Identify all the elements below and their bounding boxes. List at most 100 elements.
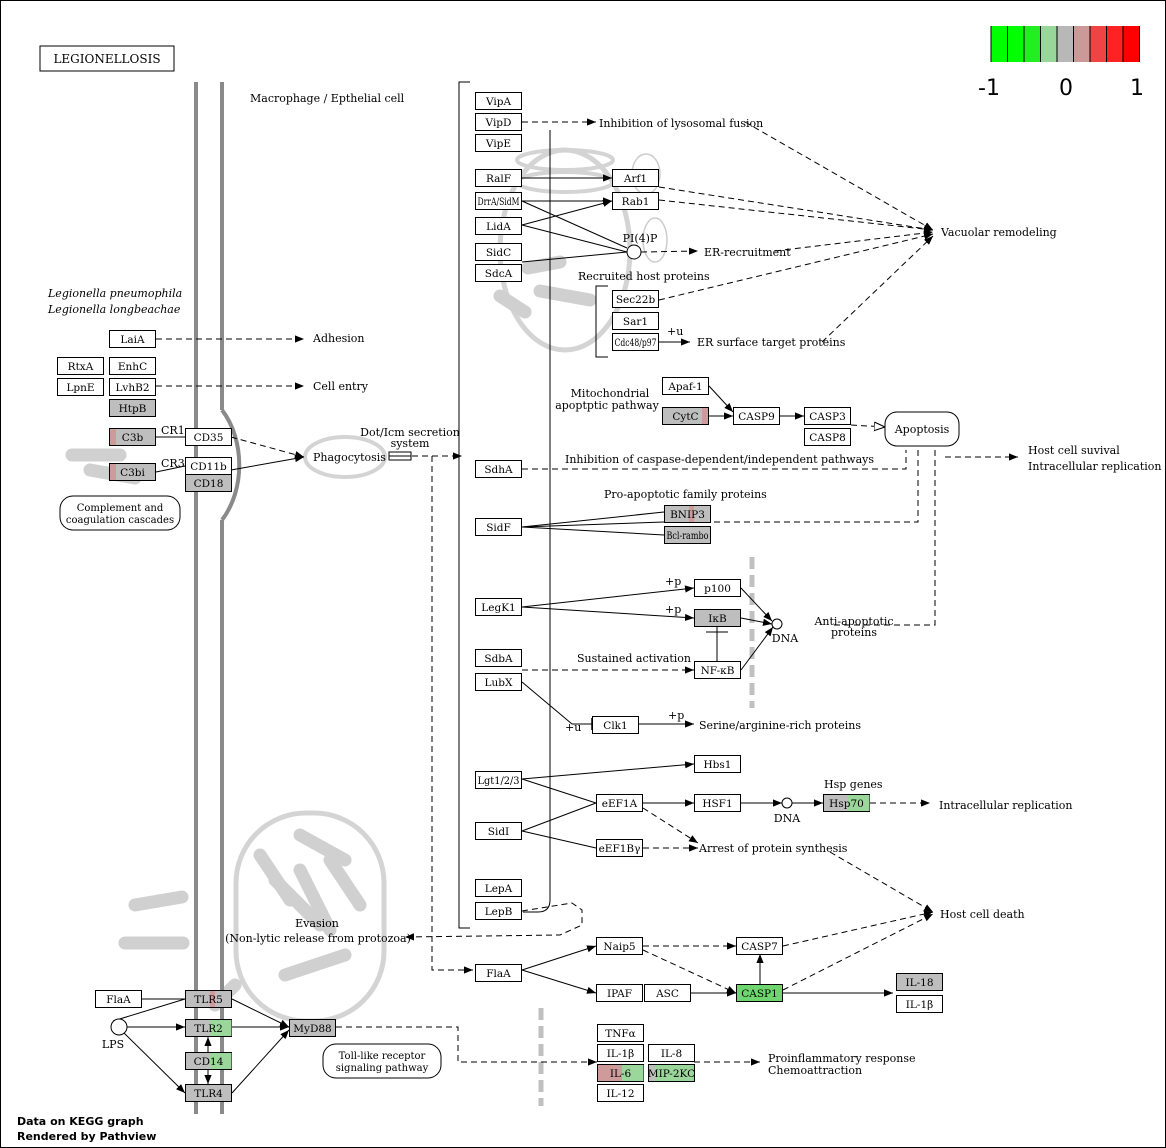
gene-node-c3b[interactable]: C3b [109,428,156,446]
gene-node-lgt[interactable]: Lgt1/2/3 [475,771,522,789]
legend-swatch [1007,26,1024,62]
legend-swatch [991,26,1008,62]
gene-node-tlr5[interactable]: TLR5 [185,990,232,1008]
gene-node-lepb[interactable]: LepB [475,902,522,920]
gene-node-eef1by[interactable]: eEF1Bγ [596,839,643,857]
gene-node-il1b2[interactable]: IL-1β [896,995,943,1013]
label-survival-1: Host cell suvival [1028,444,1120,457]
gene-node-cytc[interactable]: CytC [662,407,709,425]
edge [521,802,597,832]
gene-box [475,771,522,789]
compound-pi4p[interactable]: PI(4)P [623,232,658,260]
gene-node-sec22b[interactable]: Sec22b [612,290,659,308]
gene-node-ikb[interactable]: IκB [694,609,741,627]
gene-node-lvhb2[interactable]: LvhB2 [109,378,156,396]
gene-node-rtxa[interactable]: RtxA [57,357,104,375]
gene-box [733,407,780,425]
gene-node-c3bi[interactable]: C3bi [109,463,156,481]
legend-max: 1 [1130,76,1144,101]
gene-node-bnip3[interactable]: BNIP3 [664,505,711,523]
edge [521,224,628,253]
gene-node-lepa[interactable]: LepA [475,879,522,897]
gene-node-laia[interactable]: LaiA [109,330,156,348]
edge [521,681,593,730]
gene-label: FlaA [486,968,511,980]
gene-node-flaa1[interactable]: FlaA [95,990,142,1008]
gene-node-legk1[interactable]: LegK1 [475,598,522,616]
gene-node-il1b1[interactable]: IL-1β [597,1044,644,1062]
gene-node-casp1[interactable]: CASP1 [736,984,783,1002]
gene-node-vipe[interactable]: VipE [475,134,522,152]
gene-node-rab1[interactable]: Rab1 [612,192,659,210]
gene-node-hsf1[interactable]: HSF1 [694,794,741,812]
gene-node-cd18[interactable]: CD18 [185,474,232,492]
gene-node-naip5[interactable]: Naip5 [596,937,643,955]
legend-swatch [1073,26,1090,62]
gene-node-casp8[interactable]: CASP8 [804,428,851,446]
compound-lps[interactable]: LPS [102,1018,128,1051]
gene-node-drra[interactable]: DrrA/SidM [475,192,522,210]
tlr-pathway-map[interactable] [322,1043,442,1079]
gene-node-sdca[interactable]: SdcA [475,264,522,282]
gene-label: LvhB2 [115,382,149,394]
gene-node-il8[interactable]: IL-8 [648,1044,695,1062]
compound-dna2[interactable]: DNA [774,797,801,825]
legend-swatch [1106,26,1123,62]
gene-node-enhc[interactable]: EnhC [109,357,156,375]
gene-node-myd88[interactable]: MyD88 [289,1019,336,1037]
gene-node-flaa2[interactable]: FlaA [475,964,522,982]
gene-node-tlr2[interactable]: TLR2 [185,1019,232,1037]
expression-mark [848,795,870,811]
gene-node-sdha[interactable]: SdhA [475,460,522,478]
gene-node-cdc48[interactable]: Cdc48/p97 [612,333,659,351]
gene-node-casp9[interactable]: CASP9 [733,407,780,425]
gene-node-sidi[interactable]: SidI [475,822,522,840]
gene-node-eef1a[interactable]: eEF1A [596,794,643,812]
compound-dna1[interactable]: DNA [771,618,799,645]
gene-node-vipd[interactable]: VipD [475,113,522,131]
gene-node-tlr4[interactable]: TLR4 [185,1084,232,1102]
gene-node-lubx[interactable]: LubX [475,673,522,691]
edge [658,199,934,233]
gene-node-casp3[interactable]: CASP3 [804,407,851,425]
gene-node-il12[interactable]: IL-12 [597,1084,644,1102]
gene-node-p100[interactable]: p100 [694,579,741,597]
gene-node-hsp70[interactable]: Hsp70 [823,794,870,812]
gene-node-cd35[interactable]: CD35 [185,428,232,446]
gene-label: IL-8 [661,1048,682,1060]
gene-node-sidf[interactable]: SidF [475,518,522,536]
gene-box [736,984,783,1002]
gene-node-sidc[interactable]: SidC [475,243,522,261]
gene-label: SidC [486,247,511,259]
gene-node-sar1[interactable]: Sar1 [612,312,659,330]
gene-node-clk1[interactable]: Clk1 [592,716,639,734]
gene-node-vipa[interactable]: VipA [475,92,522,110]
gene-node-cd11b[interactable]: CD11b [185,457,232,475]
gene-node-ipaf[interactable]: IPAF [596,984,643,1002]
gene-node-bclrambo[interactable]: Bcl-rambo [664,526,711,544]
gene-box [612,312,659,330]
gene-node-sdba[interactable]: SdbA [475,649,522,667]
gene-node-lpne[interactable]: LpnE [57,378,104,396]
gene-node-ralf[interactable]: RalF [475,169,522,187]
gene-node-apaf1[interactable]: Apaf-1 [662,377,709,395]
edge [521,521,665,528]
gene-node-mip2[interactable]: MIP-2KC [648,1064,695,1082]
gene-node-il18[interactable]: IL-18 [896,973,943,991]
gene-node-il6[interactable]: IL-6 [597,1064,644,1082]
gene-node-tnfa[interactable]: TNFα [597,1024,644,1042]
gene-node-casp7[interactable]: CASP7 [736,937,783,955]
complement-map[interactable] [59,495,181,531]
gene-node-lida[interactable]: LidA [475,217,522,235]
gene-box [475,113,522,131]
title-box [39,45,175,72]
apoptosis-map[interactable] [884,411,960,447]
gene-node-arf1[interactable]: Arf1 [612,169,659,187]
label-cr3: CR3 [161,457,185,470]
gene-node-nfkb[interactable]: NF-κB [694,661,741,679]
gene-node-hbs1[interactable]: Hbs1 [694,755,741,773]
gene-node-asc[interactable]: ASC [644,984,691,1002]
gene-node-htpb[interactable]: HtpB [109,399,156,417]
gene-label: SidF [486,522,511,534]
gene-node-cd14[interactable]: CD14 [185,1052,232,1070]
